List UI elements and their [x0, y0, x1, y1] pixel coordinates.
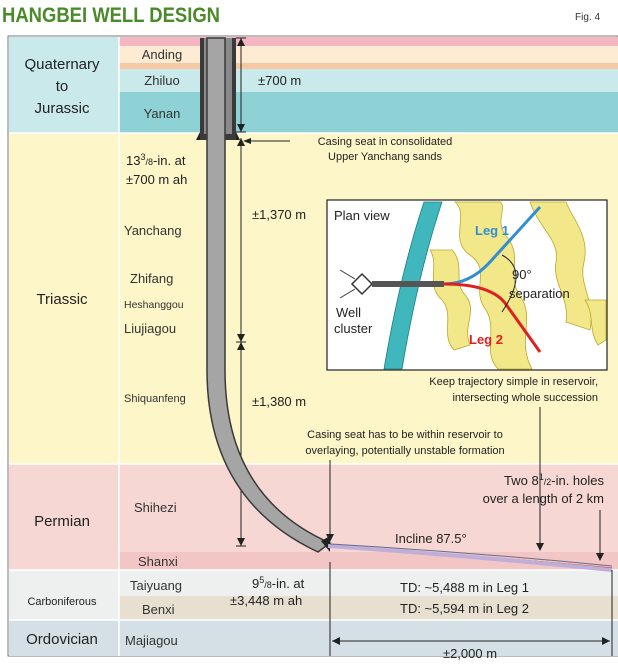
separation-arc: [501, 254, 517, 313]
sand-channel-1: [453, 201, 533, 370]
band-orange-stripe: [119, 63, 618, 69]
band-shanxi: [119, 552, 618, 570]
horizontal-leg-purple: [327, 544, 613, 572]
band-top-pink: [119, 37, 618, 46]
formation-anding: Anding: [142, 47, 182, 62]
casing-2-depth: ±3,448 m ah: [230, 593, 302, 608]
td-leg-1: TD: ~5,488 m in Leg 1: [400, 580, 529, 595]
band-carboniferous-period: [9, 570, 119, 620]
trajectory-note-line1: Keep trajectory simple in reservoir,: [429, 376, 598, 388]
plan-view-title: Plan view: [334, 208, 390, 223]
leg-1-label: Leg 1: [475, 223, 509, 238]
intermediate-casing-shoe: [321, 536, 330, 552]
leg-2-path: [443, 282, 542, 353]
formation-majiagou: Majiagou: [125, 633, 178, 648]
formation-taiyuang: Taiyuang: [130, 578, 182, 593]
casing-1-size: 133/8-in. at: [126, 152, 186, 168]
well-label: Well: [336, 305, 361, 320]
figure-number: Fig. 4: [575, 12, 600, 23]
band-triassic-period: [9, 133, 119, 464]
band-anding: [119, 46, 618, 63]
angle-label: 90°: [512, 267, 532, 282]
separation-label: separation: [509, 286, 570, 301]
band-majiagou: [119, 620, 618, 656]
horizontal-dim-arrow-left: [332, 637, 340, 645]
depth-1380: ±1,380 m: [252, 394, 306, 409]
horizontal-leg-outline: [329, 543, 613, 567]
period-label-quaternary: Quaternary: [24, 56, 100, 73]
plan-view-inset: Plan view Leg 1 Leg 2 Well cluster 90° s…: [326, 199, 608, 371]
casing-seat-1-note-line2: Upper Yanchang sands: [328, 151, 442, 163]
formation-yanan: Yanan: [144, 106, 181, 121]
formation-benxi: Benxi: [142, 602, 175, 617]
depth-700: ±700 m: [258, 73, 301, 88]
band-benxi: [119, 596, 618, 620]
holes-note-arrowhead: [596, 553, 604, 561]
casing-shoe-left: [196, 132, 200, 140]
depth-1370: ±1,370 m: [252, 207, 306, 222]
period-label-ordovician: Ordovician: [26, 631, 98, 648]
trajectory-note-line2: intersecting whole succession: [452, 392, 598, 404]
well-cluster-spoke-1: [339, 269, 356, 280]
period-label-jurassic: Jurassic: [34, 100, 90, 117]
formation-zhifang: Zhifang: [130, 271, 173, 286]
sand-channel-2: [529, 201, 592, 331]
holes-note-line2: over a length of 2 km: [483, 491, 604, 506]
band-quaternary-period: [9, 37, 119, 133]
formation-shihezi: Shihezi: [134, 500, 177, 515]
period-label-carboniferous: Carboniferous: [27, 596, 97, 608]
casing-seat-2-arrowhead: [326, 534, 334, 542]
period-label-to: to: [56, 78, 69, 95]
formation-zhiluo: Zhiluo: [144, 73, 179, 88]
well-cluster-spoke-2: [339, 288, 356, 299]
formation-yanchang: Yanchang: [124, 223, 182, 238]
band-yanan: [119, 92, 618, 133]
band-dividers: [9, 37, 618, 656]
period-label-permian: Permian: [34, 513, 90, 530]
trajectory-note-arrowhead: [536, 543, 544, 551]
leg-2-label: Leg 2: [469, 332, 503, 347]
band-permian-period: [9, 464, 119, 570]
formation-shiquanfeng: Shiquanfeng: [124, 393, 186, 405]
holes-note-line1: Two 81/2-in. holes: [504, 472, 604, 488]
casing-2-size: 95/8-in. at: [252, 575, 305, 591]
depth-2000: ±2,000 m: [443, 646, 497, 661]
incline-label: Incline 87.5°: [395, 531, 467, 546]
formation-liujiagou: Liujiagou: [124, 321, 176, 336]
horizontal-dim-arrow-right: [602, 637, 610, 645]
sand-channel-4: [584, 299, 607, 346]
plan-trunk: [372, 281, 444, 287]
td-leg-2: TD: ~5,594 m in Leg 2: [400, 601, 529, 616]
formation-shanxi: Shanxi: [138, 554, 178, 569]
casing-seat-1-arrowhead: [243, 138, 251, 144]
casing-1-depth: ±700 m ah: [126, 172, 187, 187]
figure-title: HANGBEI WELL DESIGN: [2, 4, 220, 27]
band-ordovician-period: [9, 620, 119, 656]
casing-seat-2-note-line2: overlaying, potentially unstable formati…: [305, 445, 504, 457]
formation-heshanggou: Heshanggou: [124, 299, 184, 311]
band-shihezi: [119, 464, 618, 552]
band-zhiluo: [119, 69, 618, 92]
period-label-triassic: Triassic: [36, 291, 88, 308]
cluster-label: cluster: [334, 321, 373, 336]
band-taiyuang: [119, 570, 618, 596]
depth-arrowheads: [237, 38, 245, 546]
casing-seat-2-note-line1: Casing seat has to be within reservoir t…: [307, 429, 503, 441]
casing-shoe-right: [236, 132, 240, 140]
casing-seat-1-note-line1: Casing seat in consolidated: [318, 136, 453, 148]
